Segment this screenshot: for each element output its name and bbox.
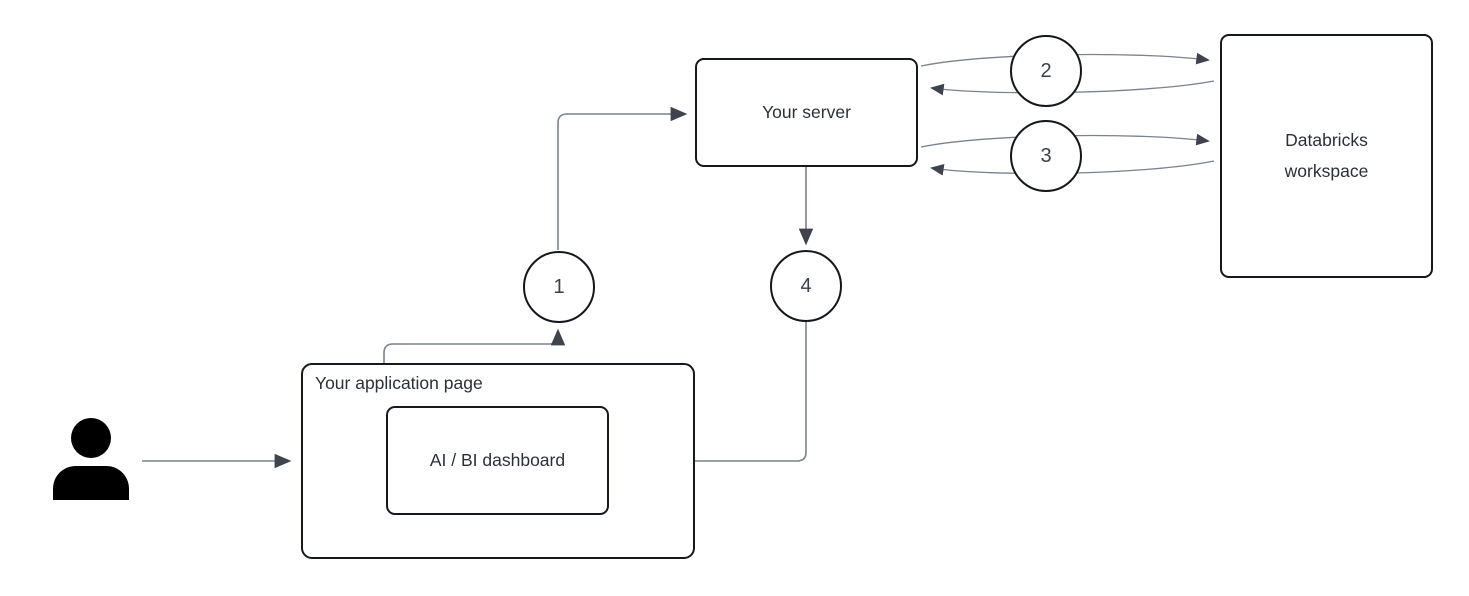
edge-step1-to-server (557, 106, 688, 250)
step-circle-2: 2 (1010, 35, 1082, 107)
step-number-1: 1 (553, 275, 565, 298)
dashboard-label: AI / BI dashboard (429, 450, 566, 470)
step-number-4: 4 (800, 274, 812, 297)
databricks-label-line2: workspace (1284, 161, 1369, 181)
step-circle-1: 1 (523, 251, 595, 323)
edge-app-to-step1 (383, 328, 566, 363)
step-number-3: 3 (1040, 144, 1052, 167)
step-circle-3: 3 (1010, 120, 1082, 192)
step-number-2: 2 (1040, 59, 1052, 82)
dashboard-box: AI / BI dashboard (386, 406, 609, 515)
step-circle-4: 4 (770, 250, 842, 322)
edge-step4-to-dashboard (617, 322, 807, 469)
databricks-box: Databricks workspace (1220, 34, 1433, 278)
person-icon (53, 418, 129, 500)
server-box: Your server (695, 58, 918, 167)
databricks-label-line1: Databricks (1285, 130, 1368, 150)
application-page-label: Your application page (315, 373, 483, 393)
server-label: Your server (762, 102, 851, 122)
